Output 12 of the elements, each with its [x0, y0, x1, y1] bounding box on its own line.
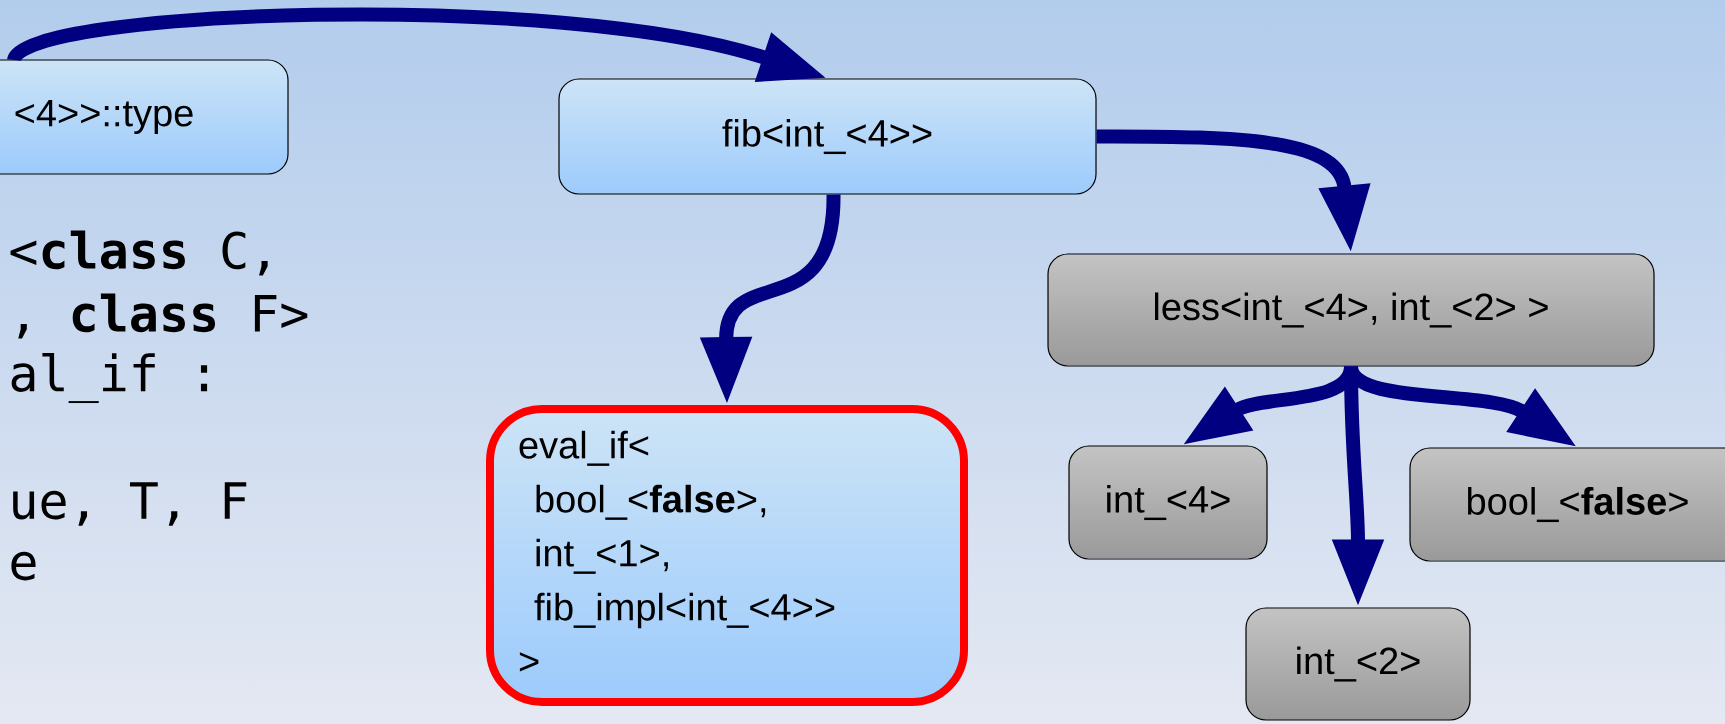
code-line: ue, T, F [13, 482, 247, 526]
code-line: al_if : [11, 352, 208, 404]
process-box: <4>>::type [0, 59, 289, 175]
process-box: int_<4> [1068, 445, 1268, 560]
process-box: less<int_<4>, int_<2> > [1047, 253, 1655, 367]
code-line: <class C, [10, 230, 268, 276]
code-line: e [11, 551, 36, 581]
process-box: bool_<false> [1409, 447, 1725, 562]
process-box: int_<2> [1245, 607, 1471, 721]
code-line: , class F> [18, 293, 308, 339]
highlighted-box: eval_if< bool_<false>, int_<1>, fib_impl<int_<4>> > [486, 405, 968, 706]
process-box: fib<int_<4>> [558, 78, 1097, 195]
